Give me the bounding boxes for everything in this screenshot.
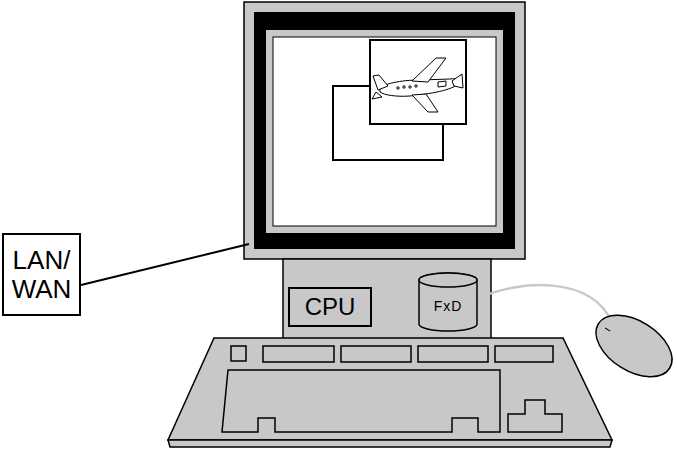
node-label: FxD: [434, 289, 463, 314]
mouse-cable: [479, 285, 612, 322]
network-box: LAN/ WAN: [2, 233, 81, 316]
cpu-box: CPU: [288, 287, 372, 327]
keyboard: [168, 338, 612, 440]
screen: [273, 37, 496, 226]
screen-window: [370, 40, 466, 124]
node-label: LAN/ WAN: [9, 246, 75, 303]
fixed-disk-cylinder: FxD: [418, 273, 478, 331]
monitor-housing: [244, 2, 525, 259]
network-wire: [81, 244, 249, 285]
keyboard-edge: [168, 440, 612, 447]
screen-border: [266, 30, 503, 233]
node-label: CPU: [305, 294, 356, 320]
airplane-picture: [372, 58, 463, 112]
keyboard-keys: [222, 346, 562, 432]
mouse: [585, 303, 677, 390]
monitor-bezel: [254, 12, 515, 249]
computer-base: [283, 259, 491, 341]
